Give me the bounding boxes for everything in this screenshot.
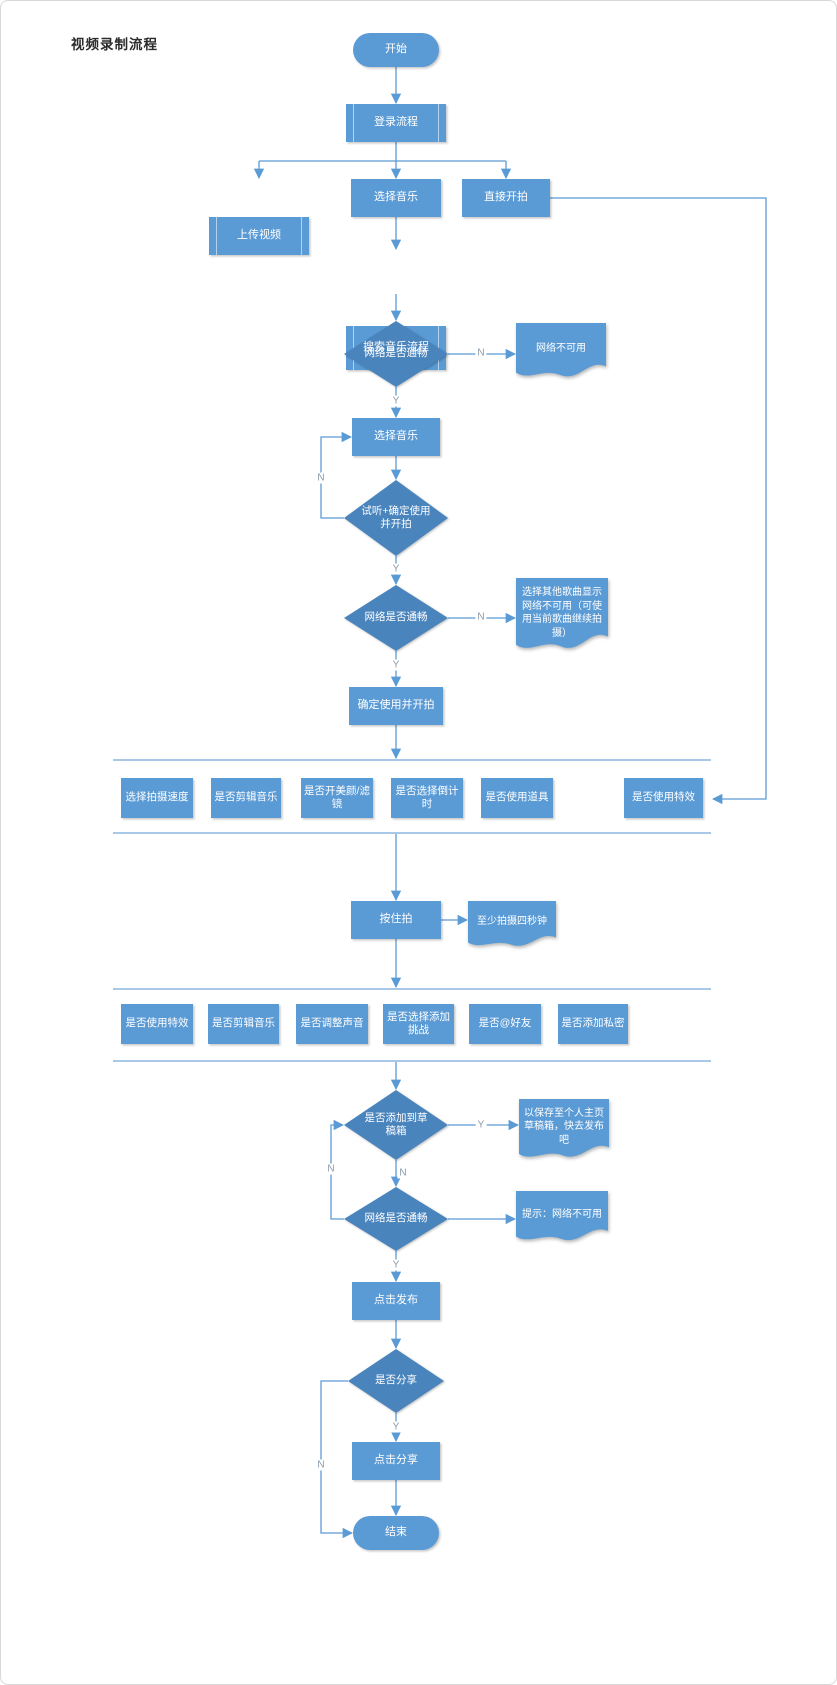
node-label: 网络不可用: [536, 343, 586, 355]
node-label: 网络是否通畅: [364, 347, 428, 360]
document-shape: [516, 578, 608, 648]
document-shape: [519, 1099, 609, 1157]
node-label: 选择其他歌曲显示 网络不可用（可使 用当前歌曲继续拍 摄）: [522, 587, 602, 639]
doc-other-song-unavailable: 选择其他歌曲显示 网络不可用（可使 用当前歌曲继续拍 摄）: [516, 578, 608, 658]
node-label: 是否调整声音: [300, 1017, 364, 1030]
node-label: 登录流程: [374, 116, 418, 129]
doc-min-four-seconds: 至少拍摄四秒钟: [468, 901, 556, 953]
node-label: 提示：网络不可用: [522, 1208, 602, 1220]
node-shoot-speed: 选择拍摄速度: [121, 778, 193, 818]
node-upload-video: 上传视频: [209, 217, 309, 255]
node-beauty-filter: 是否开美颜/滤 镜: [301, 778, 373, 818]
node-choose-music-2: 选择音乐: [352, 418, 440, 456]
document-shape: [468, 901, 556, 946]
node-label: 是否开美颜/滤 镜: [304, 784, 370, 810]
node-label: 按住拍: [379, 913, 413, 926]
node-label: 点击发布: [374, 1294, 418, 1307]
node-add-private: 是否添加私密: [558, 1004, 628, 1044]
edge-label-draft-no: N: [397, 1167, 409, 1179]
doc-network-unavailable: 网络不可用: [516, 323, 606, 385]
node-label: 至少拍摄四秒钟: [477, 916, 547, 928]
node-confirm-and-shoot: 确定使用并开拍: [349, 687, 443, 725]
node-label: 是否选择倒计 时: [395, 784, 459, 810]
node-adjust-sound: 是否调整声音: [296, 1004, 368, 1044]
edge-label-network1-no: N: [475, 347, 487, 359]
node-label: 网络是否通畅: [364, 611, 428, 624]
edge-label-share-no: N: [315, 1459, 327, 1471]
node-at-friends: 是否@好友: [469, 1004, 541, 1044]
node-label: 搜索音乐流程: [363, 341, 429, 354]
node-label: 网络是否通畅: [364, 1212, 428, 1225]
decision-add-to-draft: 是否添加到草 稿箱: [344, 1090, 448, 1160]
node-use-effects-1: 是否使用特效: [624, 778, 703, 818]
node-label: 点击分享: [374, 1454, 418, 1467]
document-shape: [516, 323, 606, 377]
node-label: 是否使用道具: [485, 791, 549, 804]
node-direct-shoot: 直接开拍: [462, 179, 550, 217]
node-click-publish: 点击发布: [352, 1282, 440, 1320]
node-countdown: 是否选择倒计 时: [391, 778, 463, 818]
node-click-share: 点击分享: [352, 1442, 440, 1480]
edge-label-audition-yes: Y: [390, 563, 402, 575]
doc-saved-to-draft: 以保存至个人主页 草稿箱，快去发布 吧: [519, 1099, 609, 1165]
node-label: 开始: [385, 43, 407, 56]
node-label: 是否剪辑音乐: [212, 1017, 275, 1030]
node-use-effects-2: 是否使用特效: [121, 1004, 193, 1044]
decision-network-check-1: 网络是否通畅: [344, 321, 448, 387]
node-login-flow: 登录流程: [346, 104, 446, 142]
node-label: 选择拍摄速度: [125, 791, 189, 804]
node-choose-music: 选择音乐: [351, 179, 441, 217]
edge-label-draft-yes: Y: [475, 1119, 487, 1131]
edge-label-network1-yes: Y: [390, 395, 402, 407]
decision-network-check-2: 网络是否通畅: [344, 585, 448, 651]
node-label: 选择音乐: [374, 191, 418, 204]
edge-label-network2-no: N: [475, 611, 487, 623]
node-edit-music-2: 是否剪辑音乐: [208, 1004, 279, 1044]
edge-label-network2-yes: Y: [390, 659, 402, 671]
node-label: 是否分享: [375, 1374, 417, 1387]
node-label: 上传视频: [237, 229, 281, 242]
node-label: 试听+确定使用 并开拍: [361, 504, 431, 530]
node-label: 是否剪辑音乐: [214, 791, 278, 804]
node-label: 是否使用特效: [125, 1017, 189, 1030]
node-label: 以保存至个人主页 草稿箱，快去发布 吧: [524, 1107, 604, 1146]
node-edit-music-1: 是否剪辑音乐: [211, 778, 281, 818]
node-label: 是否选择添加 挑战: [387, 1010, 450, 1036]
edge-label-share-yes: Y: [390, 1421, 402, 1433]
edge-label-audition-no: N: [315, 472, 327, 484]
edge-direct-shoot-effects: [550, 197, 767, 805]
node-label: 是否@好友: [478, 1017, 532, 1030]
node-start: 开始: [353, 33, 439, 67]
node-end: 结束: [353, 1516, 439, 1550]
edge-label-network3-no: N: [325, 1163, 337, 1175]
node-label: 是否添加到草 稿箱: [364, 1111, 428, 1137]
edge-label-network3-yes: Y: [390, 1259, 402, 1271]
node-add-challenge: 是否选择添加 挑战: [383, 1004, 454, 1044]
node-label: 直接开拍: [484, 191, 528, 204]
decision-network-check-3: 网络是否通畅: [344, 1187, 448, 1251]
node-hold-to-shoot: 按住拍: [351, 901, 441, 939]
flowchart-title: 视频录制流程: [71, 37, 158, 52]
node-label: 选择音乐: [374, 430, 418, 443]
node-label: 是否添加私密: [561, 1017, 625, 1030]
node-label: 结束: [385, 1526, 407, 1539]
node-use-props: 是否使用道具: [481, 778, 553, 818]
node-label: 是否使用特效: [632, 791, 695, 804]
document-shape: [516, 1191, 608, 1241]
node-label: 确定使用并开拍: [357, 699, 435, 712]
decision-share: 是否分享: [348, 1349, 444, 1413]
doc-network-tip: 提示：网络不可用: [516, 1191, 608, 1248]
decision-audition-confirm: 试听+确定使用 并开拍: [344, 480, 448, 556]
